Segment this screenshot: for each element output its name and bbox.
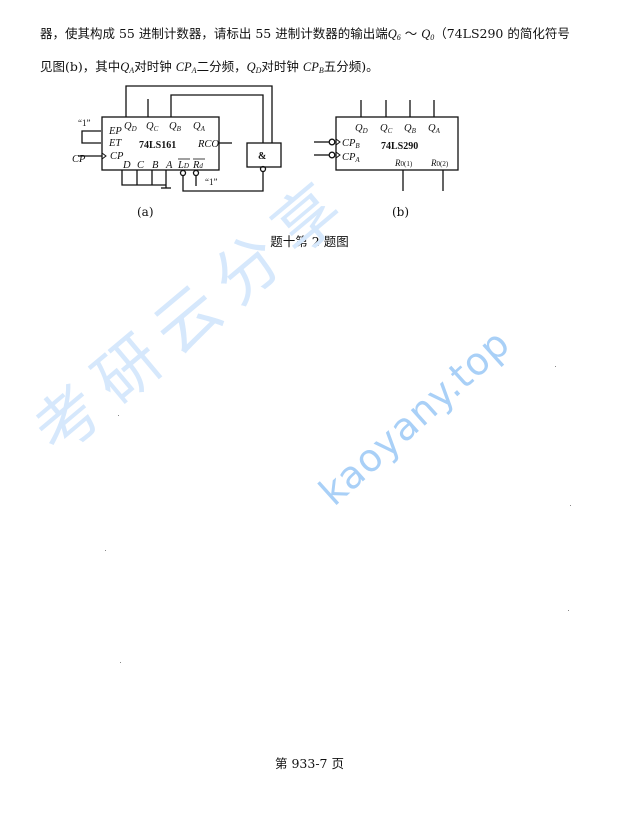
line2-part3: 二分频， (196, 59, 247, 74)
qa-symbol: QA (120, 60, 135, 75)
svg-text:CP: CP (72, 154, 86, 165)
svg-text:QD: QD (124, 121, 137, 133)
qd-symbol: QD (246, 60, 262, 75)
svg-text:ET: ET (108, 138, 122, 149)
paragraph-line-1: 器，使其构成 55 进制计数器，请标出 55 进制计数器的输出端Q6 ～ Q0（… (40, 23, 570, 42)
svg-text:EP: EP (108, 126, 122, 137)
svg-text:QA: QA (428, 123, 441, 135)
scan-dot (105, 550, 106, 551)
svg-text:“1”: “1” (205, 177, 218, 187)
line1-text: 器，使其构成 55 进制计数器，请标出 55 进制计数器的输出端 (40, 26, 388, 41)
svg-text:QD: QD (355, 123, 368, 135)
line1-after: （74LS290 的简化符号 (434, 26, 570, 41)
line2-part2: 对时钟 (134, 59, 172, 74)
circuit-diagrams: “1” EP ET CP CP QD QC QB QA RCO D C B A … (72, 85, 459, 192)
scan-dot (120, 662, 121, 663)
tilde: ～ (400, 26, 422, 41)
line2-part4: 对时钟 (261, 59, 299, 74)
svg-text:CPA: CPA (342, 152, 360, 164)
svg-text:QB: QB (169, 121, 182, 133)
scan-dot (568, 610, 569, 611)
figure-b-caption: (b) (392, 205, 410, 219)
cpb-symbol: CPB (302, 60, 324, 75)
svg-text:QC: QC (380, 123, 393, 135)
q6-symbol: Q6 (387, 27, 401, 42)
scan-dot (570, 505, 571, 506)
svg-text:B: B (152, 160, 159, 171)
line2-part1: 见图(b)，其中 (40, 59, 121, 74)
svg-text:&: & (258, 151, 266, 162)
svg-text:74LS290: 74LS290 (381, 141, 418, 152)
cpa-symbol: CPA (175, 60, 197, 75)
svg-text:74LS161: 74LS161 (139, 140, 176, 151)
q0-symbol: Q0 (421, 27, 435, 42)
line2-part5: 五分频)。 (323, 59, 379, 74)
svg-text:CPB: CPB (342, 138, 360, 150)
svg-text:R0(1): R0(1) (394, 158, 413, 168)
svg-text:Rd: Rd (192, 160, 203, 171)
svg-text:LD: LD (177, 160, 189, 171)
chip-74ls290-box (335, 116, 459, 171)
svg-text:RCO: RCO (197, 139, 219, 150)
svg-text:QC: QC (146, 121, 159, 133)
figure-a-caption: (a) (137, 205, 154, 219)
scan-dot (118, 415, 119, 416)
svg-text:R0(2): R0(2) (430, 158, 449, 168)
scan-dot (555, 366, 556, 367)
watermark-url: kaoyany.top (310, 320, 519, 514)
page-number: 第 933-7 页 (275, 756, 344, 771)
figure-caption: 题十第 2 题图 (270, 234, 349, 249)
paragraph-line-2: 见图(b)，其中QA对时钟 CPA二分频，QD对时钟 CPB五分频)。 (40, 56, 379, 75)
svg-text:QB: QB (404, 123, 417, 135)
svg-text:CP: CP (110, 151, 124, 162)
svg-text:A: A (165, 160, 173, 171)
svg-text:D: D (122, 160, 131, 171)
svg-text:“1”: “1” (78, 118, 91, 128)
svg-text:C: C (137, 160, 145, 171)
svg-text:QA: QA (193, 121, 206, 133)
